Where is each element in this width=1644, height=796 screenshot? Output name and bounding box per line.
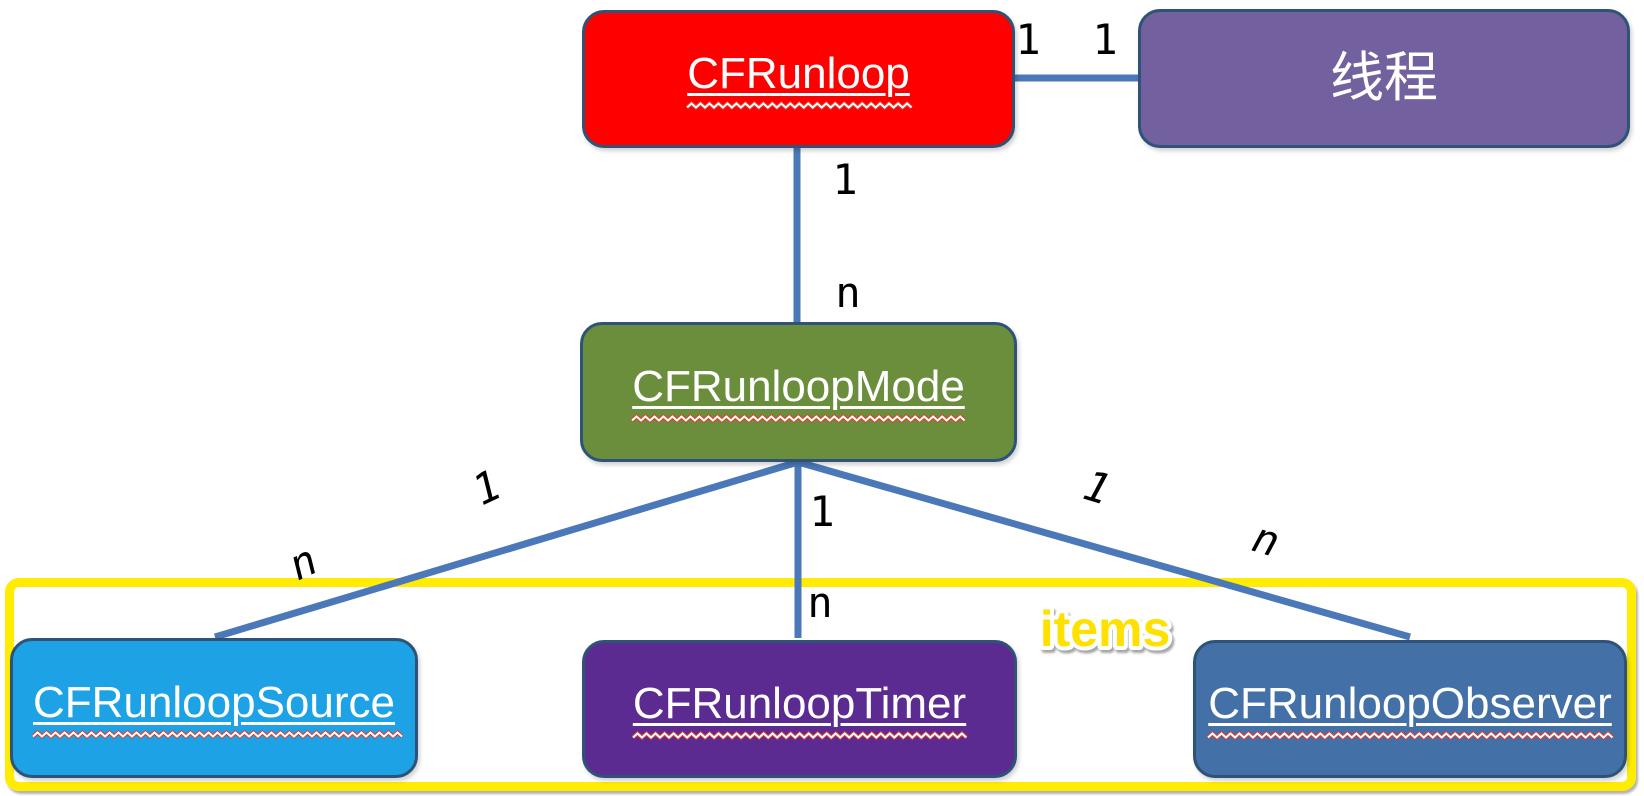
spellcheck-squiggle-icon	[630, 413, 967, 423]
spellcheck-squiggle-icon	[31, 729, 404, 739]
node-cfrunloop: CFRunloop	[582, 10, 1015, 148]
edge-mode-observer	[797, 458, 1411, 641]
multiplicity-mode-timer-1: 1	[809, 487, 835, 536]
node-label-wrap: CFRunloop	[685, 49, 914, 110]
node-cfrunloopmode-label: CFRunloopMode	[632, 362, 965, 412]
node-label-wrap: CFRunloopMode	[630, 362, 967, 423]
edge-mode-source	[213, 458, 800, 641]
node-cfrunloopobserver-label: CFRunloopObserver	[1208, 679, 1612, 729]
items-group-label-text: items	[1040, 601, 1171, 657]
spellcheck-squiggle-icon	[631, 730, 968, 740]
items-group-box	[5, 578, 1636, 791]
spellcheck-squiggle-icon	[1206, 730, 1615, 740]
multiplicity-runloop-thread-1: 1	[1015, 15, 1041, 64]
node-cfrunloop-label: CFRunloop	[687, 49, 910, 99]
node-cfrunlooptimer-label: CFRunloopTimer	[632, 679, 967, 729]
node-thread-label: 线程	[1330, 48, 1438, 109]
node-label-wrap: CFRunloopTimer	[631, 679, 968, 740]
node-cfrunloopsource-label: CFRunloopSource	[33, 678, 395, 728]
node-label-wrap: CFRunloopObserver	[1206, 679, 1615, 740]
items-group-label: items	[1036, 597, 1175, 661]
node-cfrunloopobserver: CFRunloopObserver	[1193, 640, 1627, 778]
multiplicity-runloop-thread-2: 1	[1092, 15, 1118, 64]
node-cfrunlooptimer: CFRunloopTimer	[582, 640, 1017, 778]
spellcheck-squiggle-icon	[685, 100, 914, 110]
multiplicity-runloop-mode-n: n	[835, 268, 861, 317]
multiplicity-runloop-mode-1: 1	[832, 155, 858, 204]
node-label-wrap: CFRunloopSource	[31, 678, 404, 739]
node-cfrunloopmode: CFRunloopMode	[580, 322, 1017, 462]
node-cfrunloopsource: CFRunloopSource	[10, 638, 418, 778]
node-thread: 线程	[1138, 9, 1630, 148]
multiplicity-mode-timer-n: n	[807, 578, 833, 627]
